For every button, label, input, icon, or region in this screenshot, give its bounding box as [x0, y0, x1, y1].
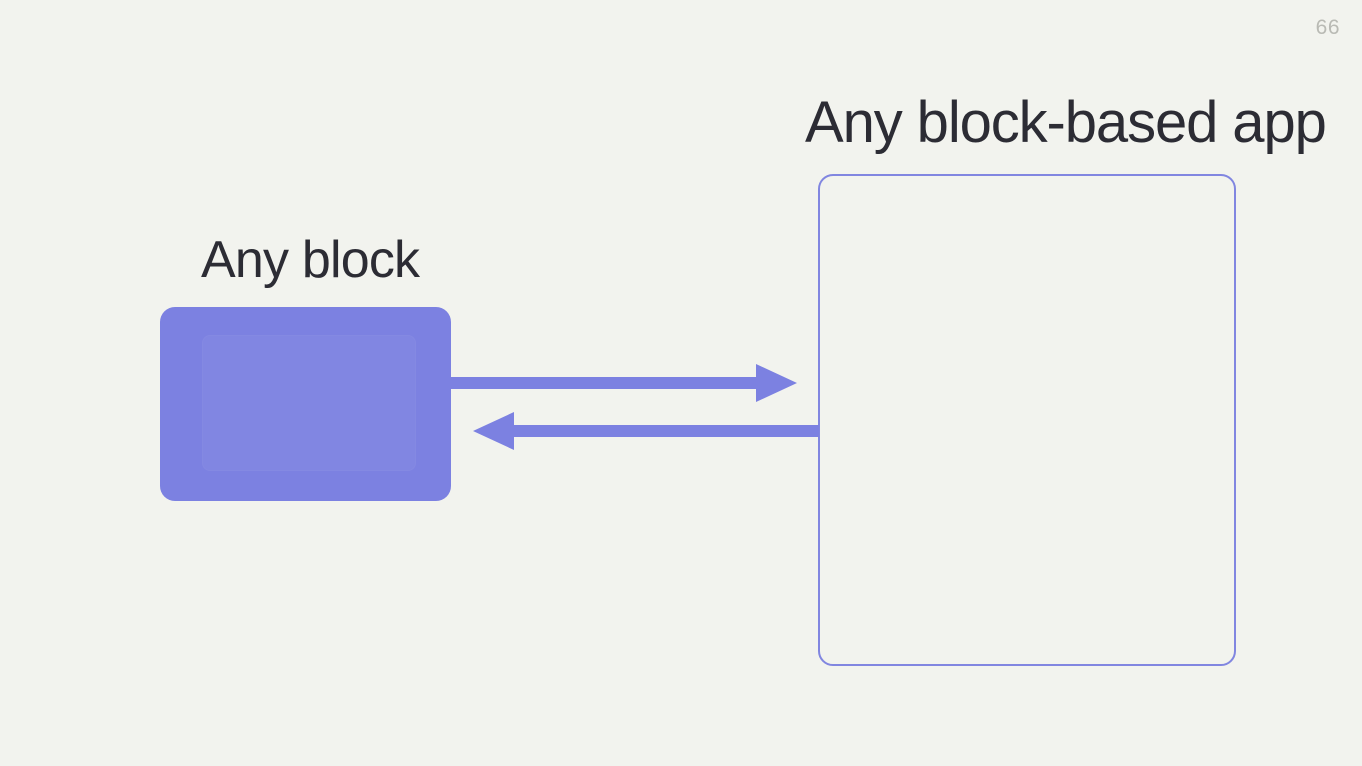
block-label: Any block [201, 231, 420, 289]
arrow-right-icon [451, 364, 797, 402]
page-number: 66 [1315, 16, 1340, 39]
arrow-left-icon [473, 412, 819, 450]
app-label: Any block-based app [805, 90, 1327, 155]
block-shape [160, 307, 451, 501]
app-panel [818, 174, 1236, 666]
block-shape-inner-outline [202, 335, 416, 471]
